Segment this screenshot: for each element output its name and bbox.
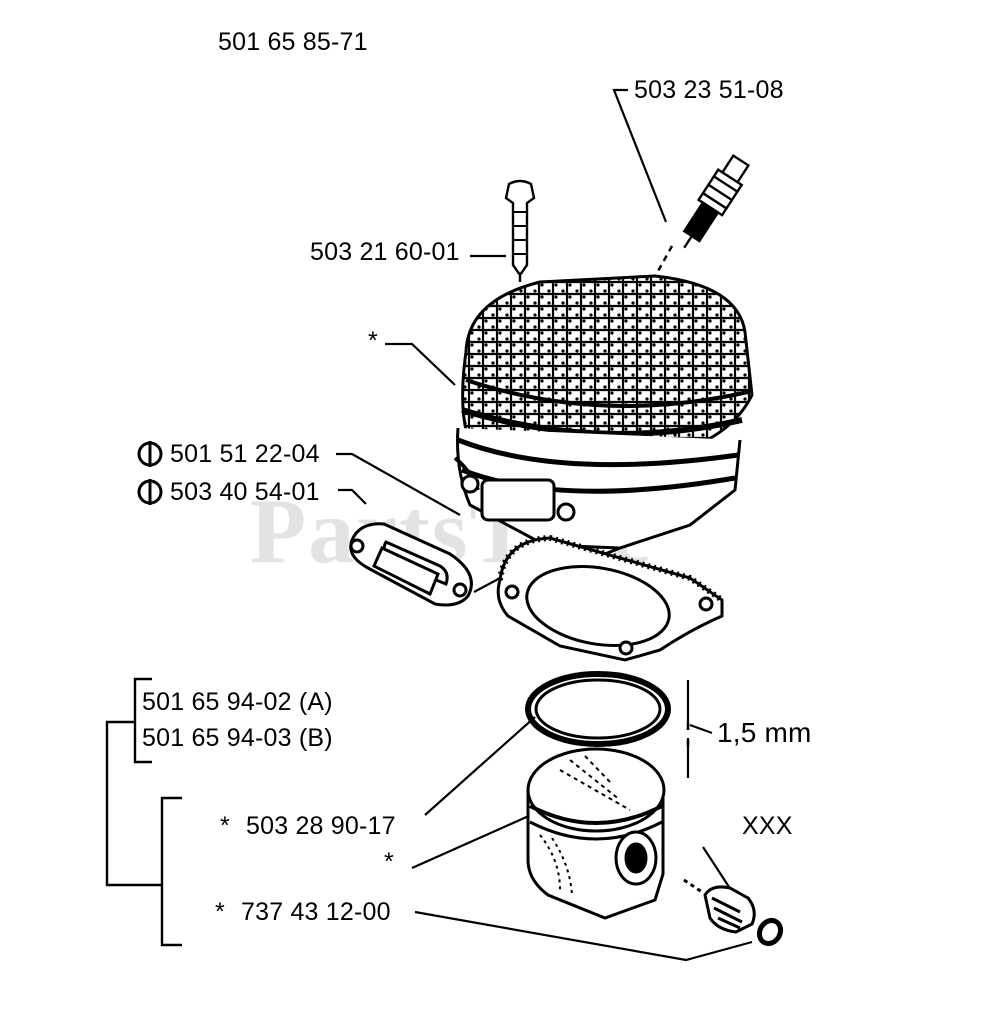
cylinder-drawing xyxy=(453,274,754,562)
part-number-top: 501 65 85-71 xyxy=(218,28,368,56)
part-number-spark-plug: 503 23 51-08 xyxy=(634,76,784,104)
piston-ring-drawing xyxy=(525,671,671,747)
piston-ring-marker: * xyxy=(220,812,230,840)
grouping-brackets xyxy=(105,677,182,947)
exhaust-gasket-drawing xyxy=(349,522,473,607)
piston-marker: * xyxy=(384,848,394,876)
bolt-drawing xyxy=(504,179,536,300)
cylinder-marker: * xyxy=(368,327,378,355)
circlip-marker: * xyxy=(215,898,225,926)
part-number-bolt: 503 21 60-01 xyxy=(310,238,460,266)
gasket-symbol-2 xyxy=(137,479,163,505)
part-number-piston-ring: 503 28 90-17 xyxy=(246,812,396,840)
base-gasket-drawing xyxy=(496,534,724,662)
ring-thickness-label: 1,5 mm xyxy=(717,717,812,748)
gasket-symbol-1 xyxy=(137,441,163,467)
piston-drawing xyxy=(526,747,666,920)
needle-bearing-drawing xyxy=(683,878,756,934)
part-number-gasket-2: 503 40 54-01 xyxy=(170,478,320,506)
part-number-gasket-1: 501 51 22-04 xyxy=(170,440,320,468)
part-number-piston-kit-b: 501 65 94-03 (B) xyxy=(142,724,333,752)
part-number-circlip: 737 43 12-00 xyxy=(241,898,391,926)
bearing-label: XXX xyxy=(742,812,793,840)
circlip-drawing xyxy=(756,917,784,947)
part-number-piston-kit-a: 501 65 94-02 (A) xyxy=(142,688,333,716)
leader-lines xyxy=(336,88,753,962)
spark-plug-drawing xyxy=(650,153,751,283)
